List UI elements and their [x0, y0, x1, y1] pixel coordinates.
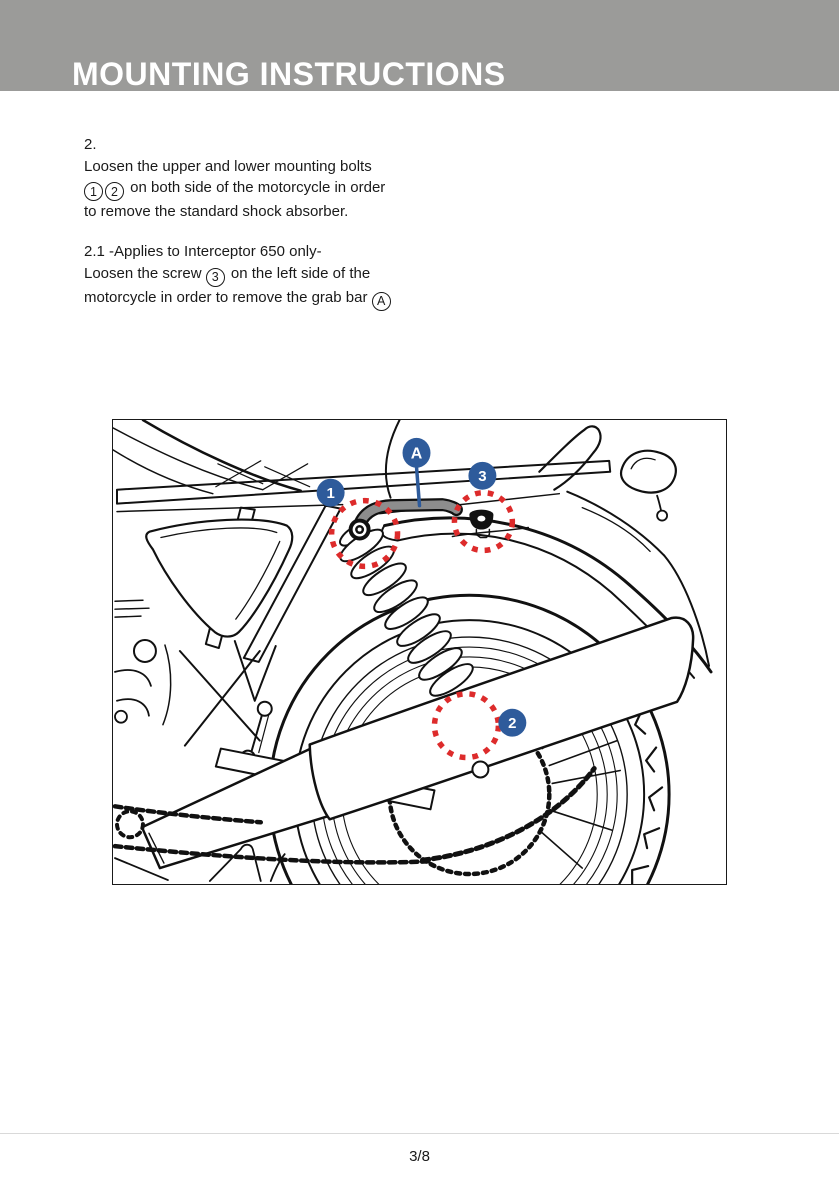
seat-stitch-marks: [215, 460, 311, 491]
paragraph-step-2-1: 2.1 -Applies to Interceptor 650 only- Loo…: [84, 241, 393, 311]
grab-bar: [351, 498, 463, 537]
frame-down-tube: [242, 504, 342, 663]
tail-light: [620, 449, 677, 494]
drive-chain: [113, 804, 435, 865]
frame-cross-braces: [178, 640, 277, 766]
footer-divider: [0, 1133, 839, 1134]
chain-upper-run: [419, 766, 597, 863]
side-panel: [145, 518, 294, 638]
instruction-line: 2.: [84, 136, 97, 153]
marker-badge-a: A: [402, 437, 431, 468]
front-sprocket: [114, 809, 145, 840]
instruction-line: Loosen the screw 3 on the left side of t…: [84, 263, 393, 287]
instruction-line: Loosen the upper and lower mounting bolt…: [84, 157, 372, 175]
grab-rail-hook: [538, 425, 602, 491]
svg-text:1: 1: [326, 485, 334, 502]
marker-badge-3: 3: [468, 461, 497, 490]
callout-markers: A 1 3 2: [316, 437, 527, 737]
circled-marker: 1: [84, 182, 103, 202]
shock-absorber-spring: [339, 522, 474, 697]
turn-signal-stalk: [656, 494, 663, 512]
instruction-line: 2.1 -Applies to Interceptor 650 only-: [84, 243, 322, 260]
highlight-circle-1: [328, 497, 401, 570]
highlight-circle-3: [451, 489, 516, 554]
svg-text:A: A: [411, 445, 423, 462]
page-title: MOUNTING INSTRUCTIONS: [72, 56, 506, 92]
mount-bolt: [348, 518, 371, 541]
marker-badge-1: 1: [316, 478, 345, 507]
instruction-line: motorcycle in order to remove the grab b…: [84, 287, 393, 311]
grab-bar-screw: [469, 509, 494, 539]
circled-marker: 2: [105, 182, 124, 202]
circled-marker: 3: [205, 267, 225, 287]
page-number: 3/8: [409, 1148, 430, 1165]
figure-frame: A 1 3 2: [112, 419, 727, 885]
header-band: MOUNTING INSTRUCTIONS: [0, 0, 839, 91]
engine-details: [114, 599, 172, 726]
motorcycle-illustration: A 1 3 2: [113, 420, 713, 884]
instruction-line: to remove the standard shock absorber.: [84, 203, 349, 221]
bottom-details: [114, 843, 286, 882]
marker-badge-2: 2: [498, 708, 527, 737]
svg-text:2: 2: [508, 715, 516, 732]
svg-text:3: 3: [478, 468, 486, 485]
paragraph-step-2: 2. Loosen the upper and lower mounting bo…: [84, 134, 385, 223]
circled-marker: A: [371, 292, 391, 311]
